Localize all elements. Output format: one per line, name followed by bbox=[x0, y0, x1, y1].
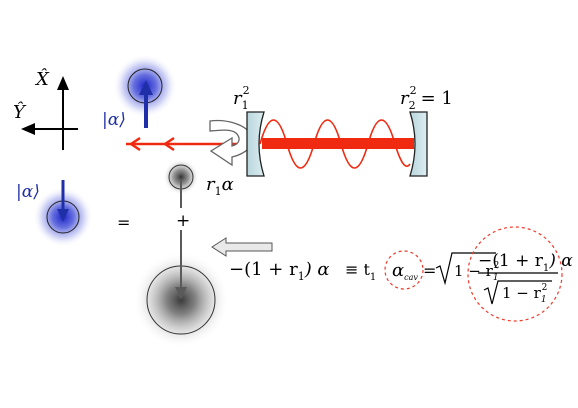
input-mirror bbox=[246, 111, 265, 177]
reflected-coherent-state: |α⟩ bbox=[102, 54, 177, 130]
beam-mid-chevron-icon bbox=[162, 136, 175, 152]
reflected-state-arrow-icon bbox=[139, 80, 153, 95]
optical-cavity bbox=[246, 111, 428, 177]
reflected-amplitude-label: r1α bbox=[206, 174, 234, 198]
fraction-numerator: −(1 + r1) α bbox=[478, 251, 573, 274]
sqrt-sign-1-icon bbox=[435, 252, 496, 286]
equation-equiv-t1: ≡ t1 bbox=[345, 260, 376, 283]
y-axis-arrowhead bbox=[21, 123, 35, 135]
prompt-state-glow bbox=[163, 159, 199, 195]
fraction-highlight-circle bbox=[467, 226, 563, 322]
equation-pointer-arrow-icon bbox=[211, 237, 273, 257]
sqrt-term-1: 1 − r12 bbox=[454, 261, 499, 283]
standing-wave bbox=[259, 119, 411, 169]
decomposition-plus-sign: + bbox=[176, 211, 190, 231]
input-coherent-state: |α⟩ bbox=[16, 180, 93, 247]
alpha-cav-highlight-circle bbox=[384, 250, 424, 290]
decomposition-equals-sign: = bbox=[117, 213, 130, 232]
end-mirror-reflectivity-label: r22= 1 bbox=[400, 84, 453, 112]
input-state-ket: |α⟩ bbox=[16, 182, 40, 202]
x-quadrature-label: X̂ bbox=[34, 68, 50, 90]
equation-lhs: −(1 + r1) α bbox=[229, 259, 330, 283]
alpha-cav-symbol: αcav bbox=[392, 260, 418, 282]
x-axis-arrowhead bbox=[57, 76, 69, 90]
intracavity-beam bbox=[262, 138, 414, 149]
input-state-arrow-icon bbox=[57, 209, 69, 222]
equation-equals: = bbox=[423, 261, 436, 280]
beam-left-chevron-icon bbox=[128, 136, 141, 152]
reflected-state-ket: |α⟩ bbox=[102, 110, 126, 130]
phase-space-axes: X̂ Ŷ bbox=[13, 68, 78, 150]
end-mirror bbox=[409, 111, 428, 177]
cavity-amplitude-equation: −(1 + r1) α ≡ t1 αcav = 1 − r12 −(1 + r1… bbox=[229, 226, 573, 322]
sqrt-sign-2-icon bbox=[483, 280, 552, 305]
y-quadrature-label: Ŷ bbox=[13, 100, 27, 123]
fraction-denominator: 1 − r12 bbox=[502, 283, 547, 305]
input-mirror-reflectivity-label: r12 bbox=[233, 84, 250, 112]
amplitude-vector-arrow-icon bbox=[175, 287, 187, 300]
